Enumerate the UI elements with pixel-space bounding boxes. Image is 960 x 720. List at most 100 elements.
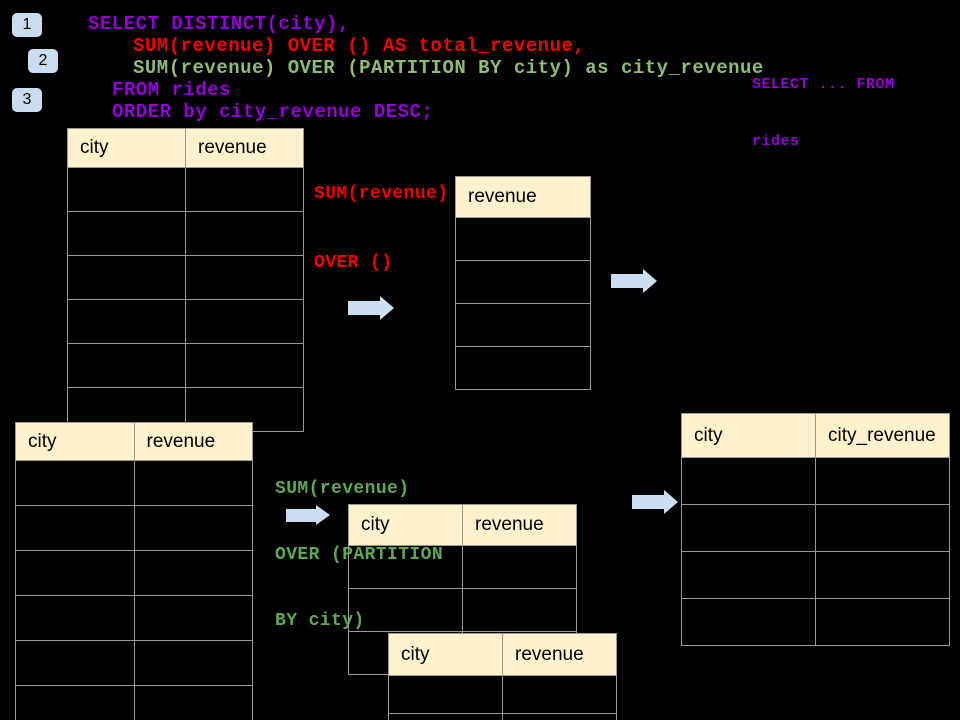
table-cell (185, 299, 304, 344)
table-row (15, 640, 253, 686)
table-cell (462, 588, 577, 632)
sql-line-select: SELECT DISTINCT(city), (88, 13, 350, 35)
table-cell (455, 217, 591, 261)
table-cell (67, 255, 186, 300)
table-row (15, 505, 253, 551)
table-row (388, 713, 617, 720)
column-header: city (67, 128, 186, 168)
table-row (455, 260, 591, 304)
sql-line-partition: SUM(revenue) OVER (PARTITION BY city) as… (133, 57, 764, 79)
table-cell (348, 588, 463, 632)
column-header: city (15, 422, 135, 461)
table-cell (15, 685, 135, 720)
table-cell (348, 545, 463, 589)
table-cell (388, 713, 503, 720)
table-cell (815, 457, 950, 505)
sql-line-from: FROM rides (112, 79, 232, 101)
arrow-to-city-revenue-icon (632, 490, 678, 514)
column-header: city (681, 413, 816, 458)
table-cell (133, 685, 253, 720)
table-cell (133, 550, 253, 596)
table-row (15, 595, 253, 641)
table-cell (133, 640, 253, 686)
column-header: city (388, 633, 503, 676)
table-cell (681, 457, 816, 505)
table-row (15, 460, 253, 506)
table-row (681, 504, 950, 552)
table-cell (815, 551, 950, 599)
table-cell (185, 343, 304, 388)
table-cell (185, 167, 304, 212)
column-header: revenue (455, 176, 591, 218)
sql-line-total-revenue: SUM(revenue) OVER () AS total_revenue, (133, 35, 586, 57)
table-cell (455, 303, 591, 347)
column-header: city (348, 504, 463, 546)
column-header: city_revenue (815, 413, 950, 458)
table-row (455, 346, 591, 390)
table-row (15, 550, 253, 596)
annotation-line: SUM(revenue) (314, 184, 449, 204)
column-header: revenue (133, 422, 253, 461)
table-cell (455, 346, 591, 390)
table-row (67, 299, 304, 344)
side-note-line-2: rides (752, 133, 800, 150)
table-cell (455, 260, 591, 304)
table-cell (15, 640, 135, 686)
table-cell (681, 504, 816, 552)
table-row (455, 303, 591, 347)
table-row (681, 551, 950, 599)
table-cell (388, 675, 503, 714)
table-cell (15, 550, 135, 596)
table-cell (502, 713, 617, 720)
table-row (681, 457, 950, 505)
side-note: SELECT ... FROM rides (752, 37, 895, 189)
table-cell (67, 211, 186, 256)
table-cell (815, 504, 950, 552)
table-row (15, 685, 253, 720)
table-row (348, 588, 577, 632)
table-row (348, 545, 577, 589)
side-note-line-1: SELECT ... FROM (752, 76, 895, 93)
step-badge-3: 3 (12, 88, 42, 112)
table-cell (15, 505, 135, 551)
table-cell (815, 598, 950, 646)
table-row (388, 675, 617, 714)
table-cell (133, 595, 253, 641)
annotation-line: OVER () (314, 253, 393, 273)
table-total-revenue-result: revenue (455, 176, 591, 390)
total-revenue-annotation: SUM(revenue) OVER () (314, 137, 448, 321)
table-row (67, 167, 304, 212)
table-cell (133, 505, 253, 551)
table-row (67, 211, 304, 256)
table-row (681, 598, 950, 646)
table-cell (681, 598, 816, 646)
column-header: revenue (185, 128, 304, 168)
table-cell (15, 595, 135, 641)
annotation-line: SUM(revenue) (275, 479, 410, 499)
arrow-revenue-to-result-icon (611, 269, 657, 293)
column-header: revenue (462, 504, 577, 546)
table-cell (185, 255, 304, 300)
table-row (67, 255, 304, 300)
sql-line-order-by: ORDER by city_revenue DESC; (112, 101, 434, 123)
column-header: revenue (502, 633, 617, 676)
arrow-rides-to-revenue-icon (348, 296, 394, 320)
table-cell (185, 211, 304, 256)
table-cell (67, 343, 186, 388)
step-badge-2: 2 (28, 49, 58, 73)
table-row (67, 343, 304, 388)
table-cell (15, 460, 135, 506)
table-cell (67, 167, 186, 212)
table-cell (462, 545, 577, 589)
arrow-partition-to-table-icon (286, 505, 330, 526)
table-cell (681, 551, 816, 599)
